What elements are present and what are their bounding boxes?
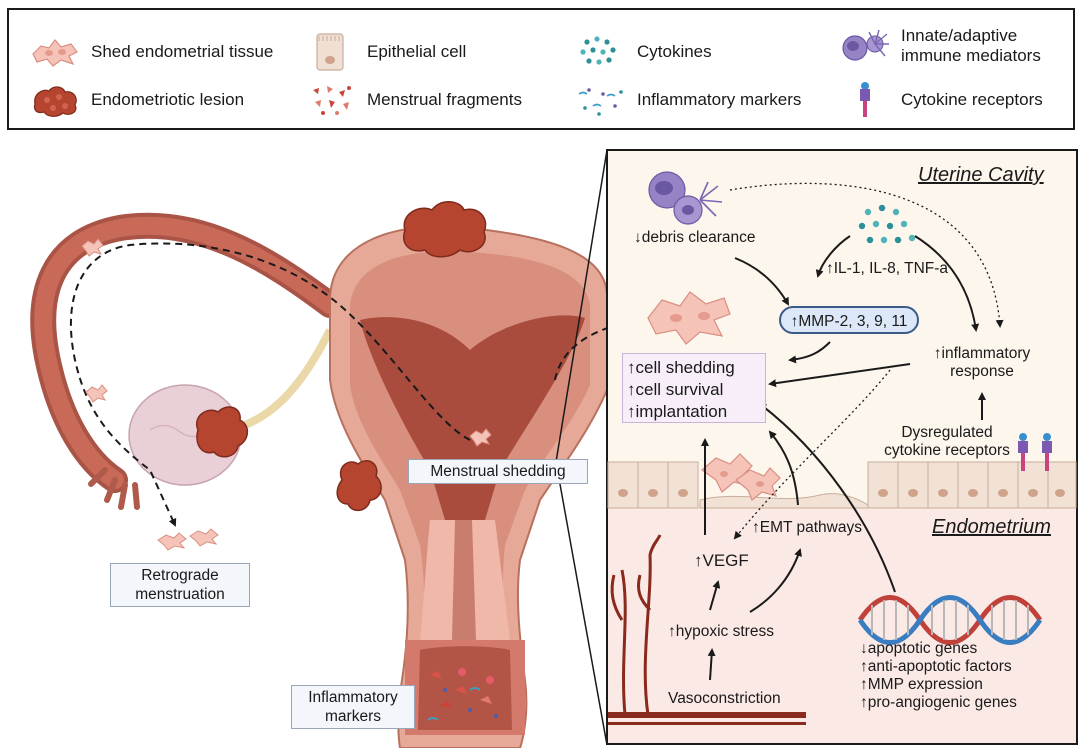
legend-item-cytokines: Cytokines [575,32,712,72]
gene-item: ↑pro-angiogenic genes [860,694,1017,711]
legend-label: Epithelial cell [367,42,467,61]
legend-label: Endometriotic lesion [91,90,245,109]
inflammatory-response-label: ↑inflammatory response [933,345,1031,380]
outcome-cell-survival: ↑cell survival [627,380,724,399]
legend-item-receptors: Cytokine receptors [839,80,1043,120]
epithelial-layer [607,461,1077,509]
legend-item-shed-tissue: Shed endometrial tissue [29,32,273,72]
hypoxic-stress-label: ↑hypoxic stress [668,623,774,640]
inflammatory-markers-cluster [427,668,498,721]
gene-item: ↓apoptotic genes [860,640,978,657]
outcome-implantation: ↑implantation [627,402,728,421]
endometrium-title: Endometrium [932,516,1051,538]
gene-item: ↑MMP expression [860,676,983,693]
cytokine-cluster [858,204,916,244]
legend-label: Cytokine receptors [901,90,1043,109]
debris-clearance-label: ↓debris clearance [634,229,756,246]
outcome-cell-shedding: ↑cell shedding [627,358,735,377]
lesion-icon [33,86,77,117]
blood-vessels [610,534,662,716]
inflammatory-markers-icon [578,88,623,116]
legend-item-markers: Inflammatory markers [575,80,801,120]
epithelial-cell-icon [316,33,344,71]
cytokine-levels-label: ↑IL-1, IL-8, TNF-a [826,260,949,277]
mmp-pill: ↑MMP-2, 3, 9, 11 [779,306,919,334]
gene-item: ↑anti-apoptotic factors [860,658,1012,675]
emt-label: ↑EMT pathways [752,519,862,536]
gene-changes-list: ↓apoptotic genes ↑anti-apoptotic factors… [860,640,1017,712]
immune-cells-icon [842,29,889,61]
vasoconstriction-label: Vasoconstriction [668,690,781,707]
legend-item-epithelial: Epithelial cell [305,32,466,72]
zoom-panel [606,149,1078,745]
legend-label: Inflammatory markers [637,90,802,109]
inflammatory-markers-label: Inflammatory markers [291,685,415,729]
uterine-cavity-title: Uterine Cavity [918,164,1044,186]
legend-label: Innate/adaptive immune mediators [901,26,1041,65]
retrograde-label: Retrograde menstruation [110,563,250,607]
legend-box: Shed endometrial tissue Endometriotic le… [7,8,1075,130]
vegf-label: ↑VEGF [694,551,749,570]
legend-item-immune: Innate/adaptive immune mediators [839,26,1051,66]
legend-label: Shed endometrial tissue [91,42,274,61]
lesions [195,201,487,512]
legend-label: Cytokines [637,42,712,61]
legend-item-lesion: Endometriotic lesion [29,80,244,120]
shed-tissue-icon [32,39,78,67]
cytokines-icon [580,36,616,65]
cytokine-receptors [1018,433,1052,471]
menstrual-shedding-label: Menstrual shedding [408,459,588,484]
dna-helix [857,595,1043,645]
receptor-icon [860,82,870,117]
outcome-box: ↑cell shedding ↑cell survival ↑implantat… [622,353,766,423]
shed-tissue-fragments [81,238,492,551]
uterus-anatomy [30,212,609,748]
legend-label: Menstrual fragments [367,90,522,109]
menstrual-fragments-icon [313,86,351,115]
legend-item-fragments: Menstrual fragments [305,80,522,120]
dysregulated-receptors-label: Dysregulated cytokine receptors [884,424,1010,459]
